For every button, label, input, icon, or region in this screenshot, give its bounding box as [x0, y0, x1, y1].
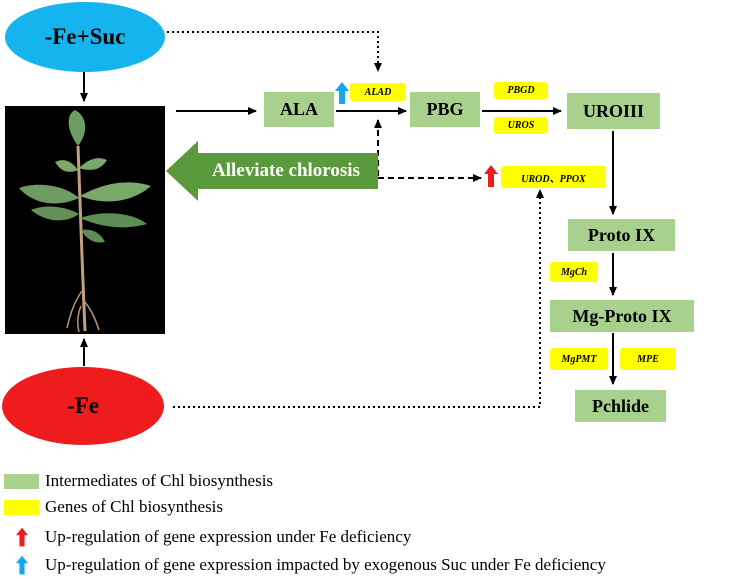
- big-left-arrow-icon: [166, 141, 378, 201]
- dotted-fesuc-to-alad: [167, 31, 382, 72]
- gene-mgch: MgCh: [550, 262, 598, 282]
- node-pbg: PBG: [410, 92, 480, 127]
- legend-label: Up-regulation of gene expression impacte…: [45, 555, 606, 574]
- red-up-arrow-icon: [484, 165, 498, 187]
- alleviate-chlorosis-label: Alleviate chlorosis: [212, 160, 360, 181]
- plant-image: [5, 106, 165, 334]
- node-proto-ix: Proto IX: [568, 219, 675, 251]
- legend-swatch-yellow: [4, 499, 39, 515]
- gene-uros: UROS: [494, 117, 548, 134]
- legend-red-arrow-icon: [4, 527, 39, 547]
- gene-alad: ALAD: [350, 83, 406, 101]
- node-pchlide: Pchlide: [575, 390, 666, 422]
- legend-label: Genes of Chl biosynthesis: [45, 497, 224, 516]
- fe-label: -Fe: [67, 393, 99, 418]
- legend-item-fe-upregulation: Up-regulation of gene expression under F…: [4, 525, 411, 549]
- legend-item-intermediates: Intermediates of Chl biosynthesis: [4, 469, 273, 493]
- blue-up-arrow-icon: [335, 82, 349, 104]
- legend-item-genes: Genes of Chl biosynthesis: [4, 495, 223, 519]
- gene-mgpmt: MgPMT: [550, 348, 608, 370]
- legend-swatch-green: [4, 473, 39, 489]
- node-mg-proto-ix: Mg-Proto IX: [550, 300, 694, 332]
- legend-label: Up-regulation of gene expression under F…: [45, 527, 412, 546]
- node-ala: ALA: [264, 92, 334, 127]
- fe-suc-ellipse: -Fe+Suc: [5, 2, 165, 72]
- legend-item-suc-upregulation: Up-regulation of gene expression impacte…: [4, 553, 606, 577]
- plant-photo: [5, 106, 165, 334]
- gene-pbgd: PBGD: [494, 82, 548, 99]
- legend-label: Intermediates of Chl biosynthesis: [45, 471, 274, 490]
- node-uroiii: UROIII: [567, 93, 660, 129]
- legend-blue-arrow-icon: [4, 555, 39, 575]
- dotted-fe-to-urod: [173, 189, 544, 408]
- gene-urod-ppox: UROD、PPOX: [501, 166, 606, 188]
- alleviate-chlorosis-arrow: Alleviate chlorosis: [166, 141, 378, 201]
- gene-mpe: MPE: [620, 348, 676, 370]
- fe-ellipse: -Fe: [2, 367, 164, 445]
- fe-suc-label: -Fe+Suc: [44, 24, 126, 49]
